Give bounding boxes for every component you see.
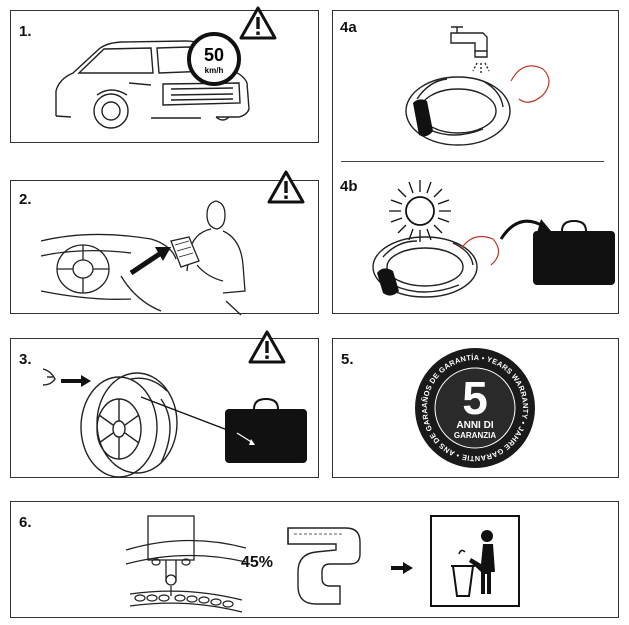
bag-icon <box>225 397 307 463</box>
warranty-seal-icon: AÑOS DE GARANTÍA • YEARS WARRANTY • JAHR… <box>410 339 535 468</box>
panel-step-5: 5. AÑOS DE GARANTÍA • YEARS WARRANTY • J… <box>332 338 619 478</box>
warranty-line2: GARANZIA <box>454 431 496 440</box>
trash-bin-icon <box>430 515 520 607</box>
warning-icon <box>248 330 286 364</box>
step-label-2: 2. <box>19 191 32 208</box>
panel-step-1: 1. 50 km/h <box>10 6 319 143</box>
step-label-5: 5. <box>341 351 354 368</box>
warning-icon <box>239 6 277 40</box>
wear-percent-label: 45% <box>241 554 274 571</box>
manual-reading-icon <box>40 200 246 316</box>
warranty-line1: ANNI DI <box>456 420 493 431</box>
bag-icon <box>533 219 615 285</box>
step-label-4a: 4a <box>340 19 357 36</box>
chains-drying-icon <box>372 219 551 298</box>
speed-unit: km/h <box>205 66 224 75</box>
warning-icon <box>267 170 305 204</box>
panel-divider <box>341 161 604 162</box>
step-label-4b: 4b <box>340 178 358 195</box>
speed-value: 50 <box>204 45 224 65</box>
step-label-3: 3. <box>19 351 32 368</box>
step-label-6: 6. <box>19 514 32 531</box>
panel-step-6: 6. 45% <box>10 501 619 618</box>
arrow-icon <box>391 562 413 574</box>
panel-step-3: 3. <box>10 330 319 478</box>
tap-icon <box>405 26 550 146</box>
chain-wear-icon <box>125 515 247 613</box>
sun-icon <box>389 180 451 242</box>
warranty-number: 5 <box>462 372 488 424</box>
worn-link-icon <box>287 527 361 605</box>
speed-limit-icon: 50 km/h <box>187 32 241 86</box>
panel-step-2: 2. <box>10 170 319 316</box>
panel-step-4: 4a 4b <box>332 10 619 314</box>
step-label-1: 1. <box>19 23 32 40</box>
